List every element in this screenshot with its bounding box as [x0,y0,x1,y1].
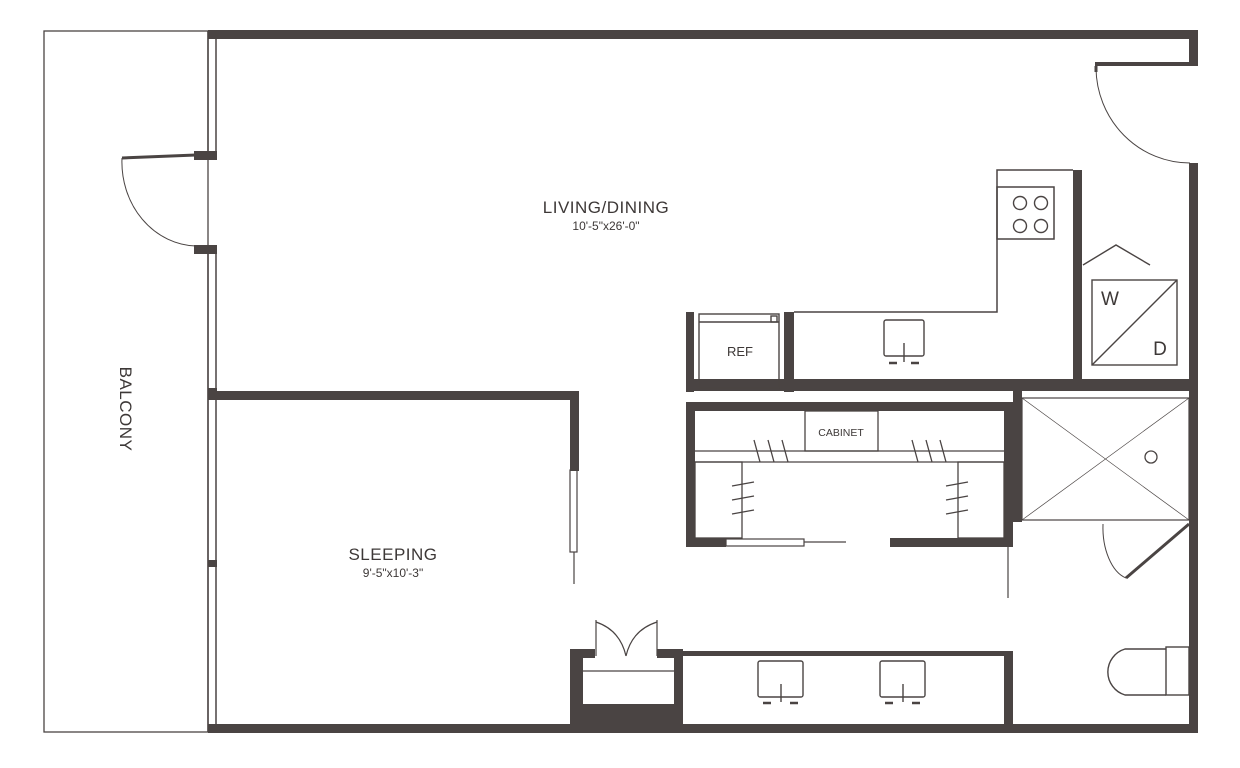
cabinet-label: CABINET [818,427,864,439]
balcony-label: BALCONY [116,367,135,452]
sleeping-dimensions: 9'-5"x10'-3" [363,566,423,580]
bath-pocket-door [1004,462,1009,598]
toilet [1107,646,1190,696]
shower-door [1102,522,1190,580]
sleeping-walls [208,391,683,733]
living-dining-label: LIVING/DINING [543,198,669,217]
living-dining-dimensions: 10'-5"x26'-0" [572,219,639,233]
exterior-walls [208,30,1198,733]
washer-dryer [1082,244,1178,366]
sleeping-sliding-door [569,469,578,584]
ref-label: REF [727,344,753,359]
kitchen-sink [883,319,925,365]
closet-double-doors [583,620,674,672]
kitchen-walls [686,170,1198,392]
refrigerator [698,313,780,389]
sleeping-label: SLEEPING [348,545,437,564]
dryer-label: D [1153,339,1167,360]
closet-sliding-door [725,538,846,547]
closet-walls [686,402,1013,547]
kitchen-counter [794,169,1073,313]
cooktop-burners [1012,195,1049,234]
closet-shelving [694,410,1005,539]
vanity-sinks [757,660,926,705]
window-wall [207,31,217,732]
entry-door [1094,66,1191,164]
bath-walls [683,391,1022,733]
shower [1021,397,1190,521]
balcony-door [121,153,197,247]
balcony-door-jambs [194,151,217,567]
washer-label: W [1101,289,1119,310]
